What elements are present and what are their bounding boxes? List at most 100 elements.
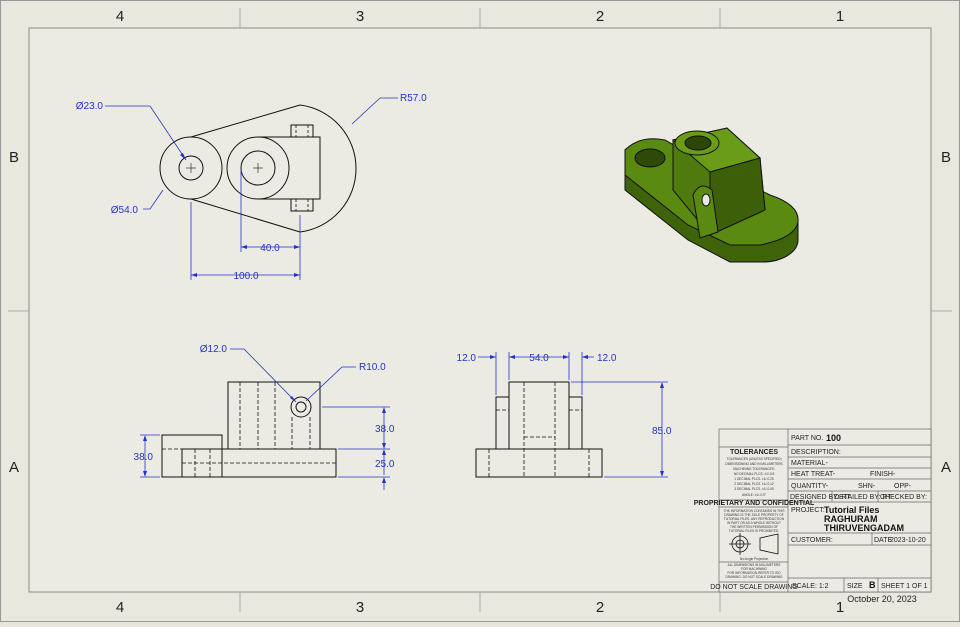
material-label[interactable]: MATERIAL- bbox=[791, 460, 828, 467]
top-view[interactable] bbox=[159, 104, 357, 233]
dim-boss-diameter[interactable]: Ø54.0 bbox=[111, 205, 139, 216]
dim-side-12-left[interactable]: 12.0 bbox=[457, 353, 477, 364]
proprietary-title: PROPRIETARY AND CONFIDENTIAL bbox=[694, 500, 815, 507]
customer-label[interactable]: CUSTOMER: bbox=[791, 537, 833, 544]
dim-left-38[interactable]: 38.0 bbox=[134, 452, 154, 463]
dim-pin-radius[interactable]: R10.0 bbox=[359, 362, 386, 373]
heat-treat-label[interactable]: HEAT TREAT- bbox=[791, 471, 836, 478]
front-view-dimension-lines bbox=[140, 348, 390, 490]
mounting-hole bbox=[178, 155, 204, 181]
block-outline bbox=[258, 136, 321, 200]
pin-lug bbox=[692, 185, 719, 239]
project-line-3[interactable]: THIRUVENGADAM bbox=[824, 523, 904, 533]
zone-col-top-2: 2 bbox=[596, 8, 604, 25]
side-lug-right bbox=[568, 396, 583, 450]
finish-label[interactable]: FINISH- bbox=[870, 471, 896, 478]
dim-side-12-right[interactable]: 12.0 bbox=[597, 353, 617, 364]
opp-label[interactable]: OPP- bbox=[894, 483, 912, 490]
dim-right-38[interactable]: 38.0 bbox=[375, 424, 395, 435]
zone-ticks bbox=[8, 8, 952, 612]
do-not-scale: DO NOT SCALE DRAWING bbox=[710, 584, 798, 591]
front-view[interactable] bbox=[161, 381, 337, 478]
tolerance-line-6: 3 DECIMAL PLCS. ±1/-0.05 bbox=[734, 487, 774, 491]
shn-label[interactable]: SHN- bbox=[858, 483, 876, 490]
description-label[interactable]: DESCRIPTION: bbox=[791, 449, 841, 456]
second-hole bbox=[240, 150, 276, 186]
tolerances-title: TOLERANCES bbox=[730, 449, 778, 456]
notes-line-2: FOR INFORMATION REFER TO ISO bbox=[728, 571, 781, 575]
zone-col-bottom-2: 2 bbox=[596, 599, 604, 616]
date-value[interactable]: 2023-10-20 bbox=[890, 537, 926, 544]
date-label: DATE bbox=[874, 537, 892, 544]
proprietary-line-5: TUTORIAL FILES IS PROHIBITED. bbox=[729, 529, 780, 533]
zone-col-top-4: 4 bbox=[116, 8, 124, 25]
side-view-arrows bbox=[490, 355, 664, 477]
proprietary-line-1: DRAWING IS THE SOLE PROPERTY OF bbox=[724, 513, 783, 517]
project-label: PROJECT: bbox=[791, 507, 825, 514]
tolerance-line-1: DIMENSIONING AND IN MILLIMETERS bbox=[725, 462, 782, 466]
pin-hole-front bbox=[295, 401, 307, 413]
pin-hole bbox=[701, 193, 711, 207]
size-label: SIZE bbox=[847, 583, 863, 590]
checked-by[interactable]: CHECKED BY: bbox=[880, 494, 927, 501]
dim-side-85[interactable]: 85.0 bbox=[652, 426, 672, 437]
tolerance-line-7: ANGLE: ±1/-0.5° bbox=[742, 493, 766, 497]
proprietary-line-4: THE WRITTEN PERMISSION OF bbox=[730, 525, 778, 529]
tangent-top bbox=[190, 104, 301, 138]
zone-col-bottom-4: 4 bbox=[116, 599, 124, 616]
pin-bottom bbox=[290, 198, 314, 212]
outer-arc bbox=[299, 104, 357, 233]
dim-hole-diameter[interactable]: Ø23.0 bbox=[76, 101, 104, 112]
bottom-date: October 20, 2023 bbox=[847, 594, 917, 604]
title-block bbox=[718, 428, 932, 593]
tolerance-line-5: 2 DECIMAL PLCS. ±1/-0.12 bbox=[734, 482, 774, 486]
size-value[interactable]: B bbox=[869, 580, 876, 590]
projection-label: 3rd Angle Projection bbox=[740, 557, 769, 561]
part-no-value[interactable]: 100 bbox=[826, 433, 841, 443]
zone-col-top-3: 3 bbox=[356, 8, 364, 25]
scale-text[interactable]: SCALE: 1:2 bbox=[792, 583, 829, 590]
dim-outer-radius[interactable]: R57.0 bbox=[400, 93, 427, 104]
side-view[interactable] bbox=[475, 381, 603, 478]
notes-line-3: DRAWING. DO NOT SCALE DRAWING bbox=[726, 575, 783, 579]
isometric-model[interactable] bbox=[624, 127, 799, 263]
dim-40[interactable]: 40.0 bbox=[260, 243, 280, 254]
projection-symbol bbox=[729, 533, 779, 555]
designed-by[interactable]: DESIGNED BY: RT bbox=[790, 494, 851, 501]
dim-side-54[interactable]: 54.0 bbox=[529, 353, 549, 364]
quantity-label[interactable]: QUANTITY- bbox=[791, 483, 829, 490]
proprietary-line-3: IN PART OR AS A WHOLE WITHOUT bbox=[727, 521, 781, 525]
dim-100[interactable]: 100.0 bbox=[233, 271, 258, 282]
dim-pin-diameter[interactable]: Ø12.0 bbox=[200, 344, 228, 355]
tolerance-line-3: NO DECIMAL PLCS. ±1/-0.5 bbox=[734, 472, 775, 476]
zone-row-left-A: A bbox=[9, 459, 19, 476]
base-hole bbox=[634, 148, 666, 168]
zone-row-left-B: B bbox=[9, 149, 19, 166]
proprietary-line-2: TUTORIAL FILES. ANY REPRODUCTION bbox=[724, 517, 785, 521]
dim-25[interactable]: 25.0 bbox=[375, 459, 395, 470]
side-lug-left bbox=[495, 396, 510, 450]
zone-col-bottom-3: 3 bbox=[356, 599, 364, 616]
notes-line-0: ALL DIMENSIONS IN MILLIMETERS bbox=[728, 563, 781, 567]
side-view-dimension-lines bbox=[478, 352, 668, 478]
tolerance-line-4: 1 DECIMAL PLCS. ±1/-0.25 bbox=[734, 477, 774, 481]
detailed-by[interactable]: DETAILED BY: RT bbox=[834, 494, 892, 501]
proprietary-line-0: THE INFORMATION CONTAINED IN THIS bbox=[724, 509, 785, 513]
pin-boss bbox=[290, 396, 312, 418]
top-view-arrows bbox=[180, 153, 300, 277]
zone-row-right-B: B bbox=[941, 149, 951, 166]
front-view-arrows bbox=[143, 396, 386, 483]
part-no-label: PART NO. bbox=[791, 435, 823, 442]
tangent-bottom bbox=[190, 198, 301, 233]
zone-col-top-1: 1 bbox=[836, 8, 844, 25]
tolerance-line-0: TOLERANCES (UNLESS SPECIFIED) bbox=[726, 457, 781, 461]
notes-line-1: FOR MACHINING bbox=[741, 567, 767, 571]
boss-hole bbox=[684, 135, 712, 151]
project-line-2[interactable]: RAGHURAM bbox=[824, 514, 878, 524]
project-line-1[interactable]: Tutorial Files bbox=[824, 505, 879, 515]
pin-top bbox=[290, 124, 314, 138]
upright-block bbox=[227, 381, 321, 450]
zone-row-right-A: A bbox=[941, 459, 951, 476]
sheet-number[interactable]: SHEET 1 OF 1 bbox=[881, 583, 928, 590]
